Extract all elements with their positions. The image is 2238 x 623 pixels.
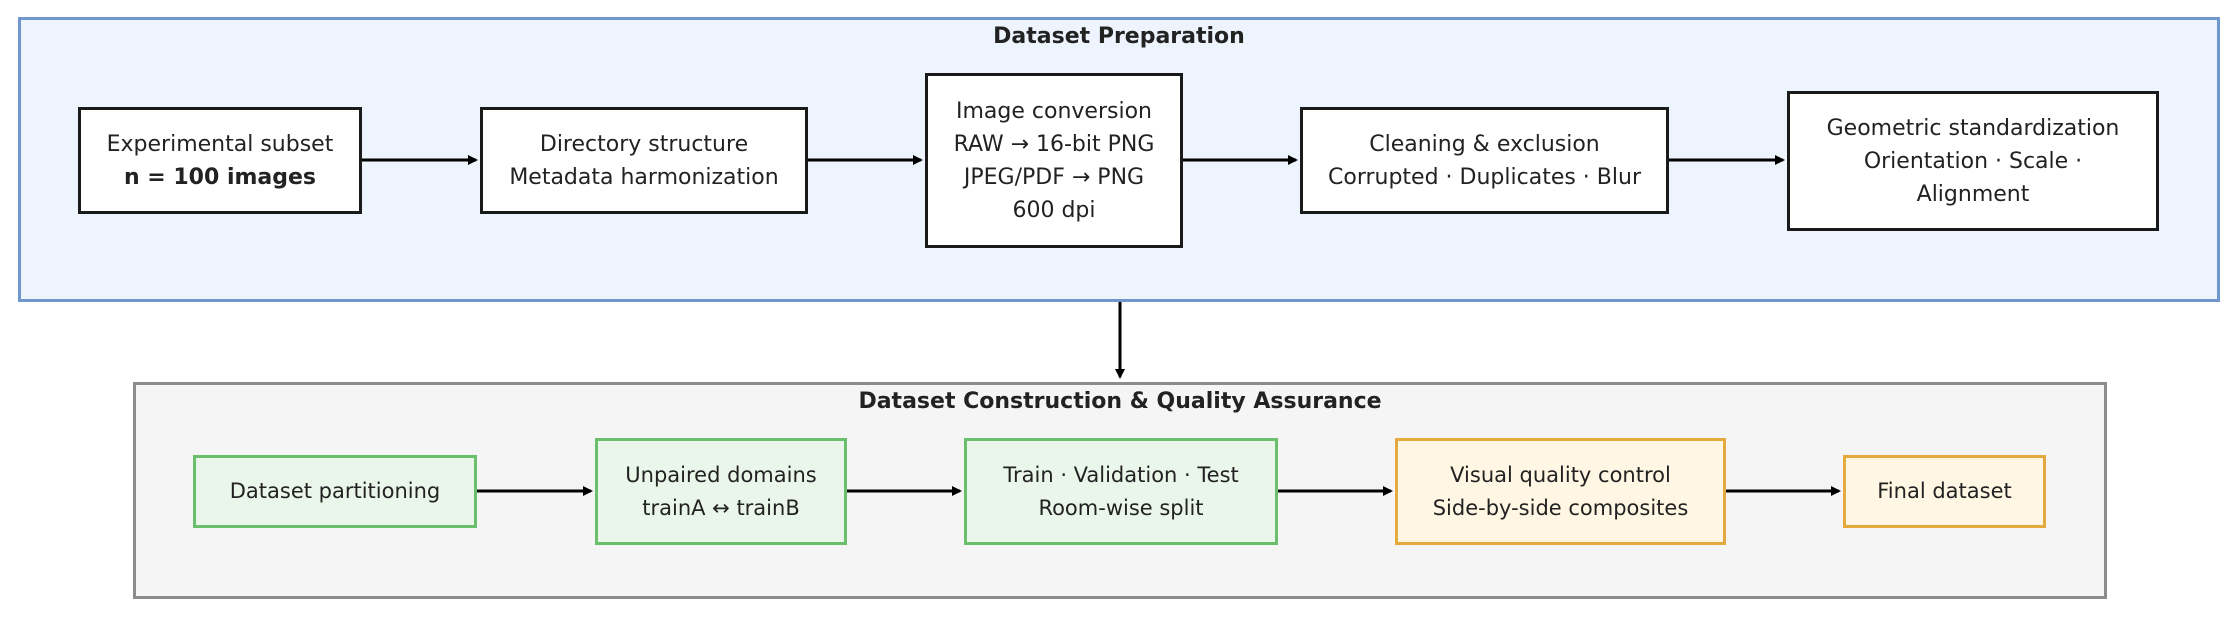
standardization-aspects-label: Orientation · Scale ·: [1863, 148, 2083, 174]
directory-structure-node: Directory structure Metadata harmonizati…: [480, 107, 808, 214]
side-by-side-composites-label: Side-by-side composites: [1432, 495, 1689, 520]
geometric-standardization-node: Geometric standardization Orientation · …: [1787, 91, 2159, 231]
resolution-label: 600 dpi: [1012, 197, 1096, 223]
train-domains-label: trainA ↔ trainB: [642, 495, 800, 520]
train-validation-test-node: Train · Validation · Test Room-wise spli…: [964, 438, 1278, 545]
visual-quality-control-node: Visual quality control Side-by-side comp…: [1395, 438, 1726, 545]
image-conversion-node: Image conversion RAW → 16-bit PNG JPEG/P…: [925, 73, 1183, 248]
unpaired-domains-label: Unpaired domains: [625, 462, 817, 487]
experimental-subset-count: n = 100 images: [123, 164, 317, 190]
geometric-standardization-label: Geometric standardization: [1826, 115, 2120, 141]
final-dataset-label: Final dataset: [1877, 479, 2012, 503]
dataset-partitioning-node: Dataset partitioning: [193, 455, 477, 528]
image-conversion-label: Image conversion: [956, 98, 1152, 124]
experimental-subset-node: Experimental subset n = 100 images: [78, 107, 362, 214]
alignment-label: Alignment: [1916, 181, 2030, 207]
room-wise-split-label: Room-wise split: [1038, 495, 1204, 520]
raw-conversion-label: RAW → 16-bit PNG: [953, 131, 1155, 157]
dataset-preparation-title: Dataset Preparation: [993, 24, 1245, 49]
directory-structure-label: Directory structure: [539, 131, 749, 157]
jpeg-pdf-conversion-label: JPEG/PDF → PNG: [963, 164, 1145, 190]
train-validation-test-label: Train · Validation · Test: [1003, 462, 1239, 487]
dataset-partitioning-label: Dataset partitioning: [229, 479, 441, 503]
visual-quality-control-label: Visual quality control: [1450, 462, 1671, 487]
unpaired-domains-node: Unpaired domains trainA ↔ trainB: [595, 438, 847, 545]
dataset-construction-qa-title: Dataset Construction & Quality Assurance: [858, 389, 1382, 414]
exclusion-criteria-label: Corrupted · Duplicates · Blur: [1328, 164, 1641, 190]
cleaning-exclusion-node: Cleaning & exclusion Corrupted · Duplica…: [1300, 107, 1669, 214]
final-dataset-node: Final dataset: [1843, 455, 2046, 528]
experimental-subset-label: Experimental subset: [106, 131, 334, 157]
cleaning-exclusion-label: Cleaning & exclusion: [1369, 131, 1600, 157]
metadata-harmonization-label: Metadata harmonization: [509, 164, 779, 190]
